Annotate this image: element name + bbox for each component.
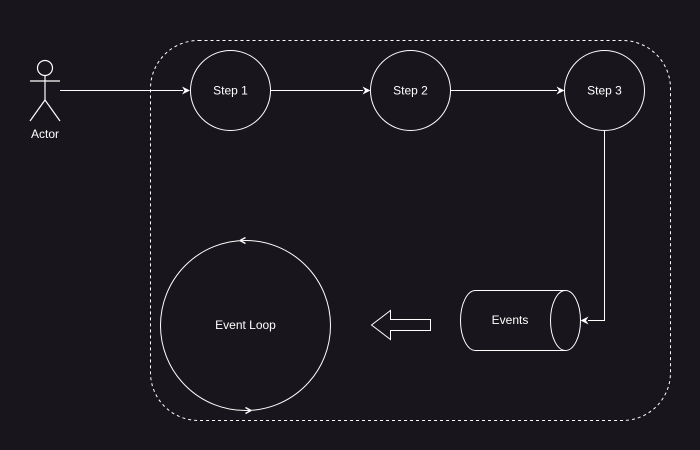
step-2-node[interactable]: Step 2 [370,50,451,131]
actor[interactable] [29,59,61,122]
actor-head [36,59,54,77]
edge-step3-events[interactable] [580,130,605,325]
edge-actor-step1[interactable] [60,86,190,95]
edge-step2-step3[interactable] [450,86,565,95]
step-1-label: Step 1 [213,84,248,98]
step-3-label: Step 3 [587,84,622,98]
arrowhead-icon [362,86,371,95]
system-boundary [150,40,671,421]
edge-step1-step2[interactable] [270,86,371,95]
events-queue-cap [550,290,566,351]
arrowhead-icon [580,316,589,325]
event-loop-node[interactable]: Event Loop [160,236,331,415]
actor-right-leg [44,99,61,122]
block-arrow-left-icon[interactable] [370,309,431,341]
loop-arrowhead-top-icon [239,236,246,245]
event-loop-label: Event Loop [215,318,276,332]
step-3-node[interactable]: Step 3 [564,50,645,131]
step-2-label: Step 2 [393,84,428,98]
actor-left-leg [29,99,46,122]
loop-arrowhead-bottom-icon [245,406,252,415]
events-label: Events [492,313,529,327]
actor-label: Actor [31,127,59,141]
step-1-node[interactable]: Step 1 [190,50,271,131]
arrowhead-icon [556,86,565,95]
arrowhead-icon [182,86,190,95]
events-queue[interactable]: Events [460,290,581,351]
